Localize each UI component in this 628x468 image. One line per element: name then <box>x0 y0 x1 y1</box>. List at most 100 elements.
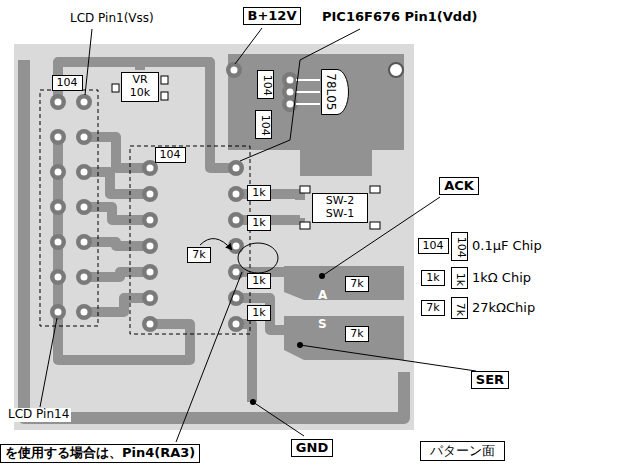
pad-hole <box>81 204 88 211</box>
box-text: を使用する場合は、Pin4(RA3) <box>5 446 195 461</box>
pad-hole <box>287 89 294 96</box>
pad-ring <box>50 129 66 145</box>
box-text: 7k <box>426 302 439 315</box>
gnd-trace <box>24 60 404 418</box>
trace <box>84 272 150 277</box>
pad-hole <box>147 165 154 172</box>
pad-hole <box>55 134 62 141</box>
pad-hole <box>147 191 154 198</box>
pad-hole <box>81 99 88 106</box>
pad-hole <box>55 204 62 211</box>
pad-hole <box>233 321 240 328</box>
mounting-hole <box>389 63 403 77</box>
pad-hole <box>233 243 240 250</box>
box-text: 1k <box>453 272 466 285</box>
pad-ring <box>142 290 158 306</box>
component-box: 104 <box>451 232 468 261</box>
trace <box>84 207 150 220</box>
pad-hole <box>233 165 240 172</box>
regulator-leads <box>296 80 320 104</box>
pad-ring <box>76 199 92 215</box>
box-text: 7k <box>453 302 466 315</box>
pad-hole <box>81 239 88 246</box>
switch-pad <box>370 222 380 229</box>
pad-ring <box>228 316 244 332</box>
regulator-shape <box>322 70 349 115</box>
ic-outline <box>130 146 250 334</box>
regulator-package: 78L05 <box>321 69 349 115</box>
lead <box>296 91 320 93</box>
box-text: SW-1 <box>317 208 363 221</box>
pad-hole <box>233 295 240 302</box>
component-box: 1k <box>247 305 270 322</box>
box-text: VR 10k <box>126 74 154 99</box>
box-text: 7k <box>350 278 363 291</box>
pad-hole <box>147 243 154 250</box>
signal-box: SER <box>471 371 509 390</box>
signal-letter: A <box>318 289 327 303</box>
component-box: 7k <box>421 300 444 317</box>
legend-text: 27kΩChip <box>472 301 535 316</box>
trace <box>58 62 236 168</box>
pad-ring <box>50 199 66 215</box>
box-text: SW-2 <box>317 195 363 208</box>
copper-area <box>228 54 404 176</box>
pad-hole <box>231 67 238 74</box>
leader-line <box>253 402 304 436</box>
pad-hole <box>147 295 154 302</box>
trace <box>84 242 150 246</box>
component-box: 104 <box>418 238 449 255</box>
switch-pad <box>370 186 380 193</box>
box-text: B+12V <box>248 9 297 24</box>
pin-label: PIC16F676 Pin1(Vdd) <box>322 10 477 25</box>
pad-ring <box>76 164 92 180</box>
pad-ring <box>228 212 244 228</box>
trace <box>84 172 150 194</box>
trace <box>58 137 190 360</box>
box-text: パターン面 <box>430 444 495 459</box>
lead <box>296 103 320 105</box>
signal-box: GND <box>291 439 333 458</box>
component-box: 1k <box>247 273 270 290</box>
component-box: 7k <box>451 297 468 319</box>
box-text: 1k <box>252 307 265 320</box>
box-text: ACK <box>444 179 474 194</box>
pad-ring <box>50 304 66 320</box>
pad-ring <box>50 269 66 285</box>
pad-ring <box>76 234 92 250</box>
pcb-board <box>14 44 414 430</box>
copper-area <box>284 266 404 300</box>
component-box: 1k <box>247 215 270 232</box>
highlight-circle <box>238 243 278 273</box>
switch-pad <box>300 222 310 229</box>
leader-dot <box>250 399 256 405</box>
leader-line <box>176 272 242 442</box>
trace <box>135 58 145 70</box>
pad-hole <box>147 321 154 328</box>
box-text: 104 <box>57 77 78 90</box>
switch-pad <box>300 186 310 193</box>
pin-label: LCD Pin14 <box>6 408 71 422</box>
pad-group <box>50 62 298 332</box>
pad-ring <box>228 186 244 202</box>
leader-line <box>240 29 360 161</box>
box-text: GND <box>296 441 328 456</box>
legend-text: 1kΩ Chip <box>472 271 531 286</box>
pad-ring <box>76 269 92 285</box>
leader-line <box>40 318 57 407</box>
leader-dot <box>319 273 325 279</box>
leader-dot <box>297 342 303 348</box>
vr-pad <box>112 84 119 92</box>
pad-hole <box>55 239 62 246</box>
pad-ring <box>76 94 92 110</box>
pad-ring <box>76 304 92 320</box>
pad-ring <box>142 264 158 280</box>
pad-ring <box>228 160 244 176</box>
component-box: 104 <box>255 110 272 139</box>
box-text: 1k <box>252 187 265 200</box>
legend-text: 0.1μF Chip <box>472 239 542 254</box>
pad-ring <box>142 186 158 202</box>
copper-area <box>284 316 404 360</box>
copper-pour <box>228 54 404 360</box>
component-box: パターン面 <box>420 441 505 462</box>
